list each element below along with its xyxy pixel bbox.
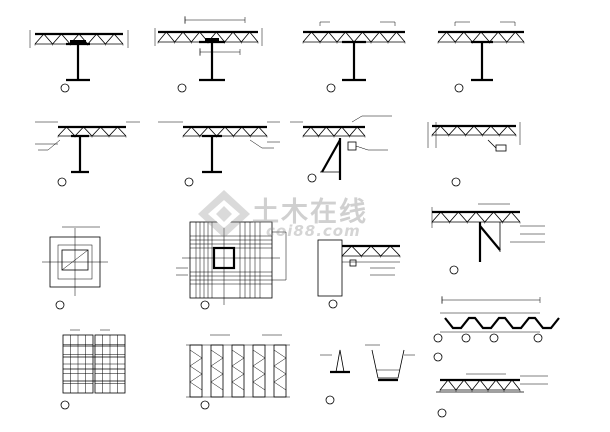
detail-7 [290,115,392,183]
detail-2 [154,16,263,93]
detail-1-marker [60,83,70,93]
detail-16a-marker-2 [461,333,471,343]
detail-13-marker [60,400,70,410]
detail-13 [60,329,126,410]
detail-4 [437,21,525,93]
detail-16a-marker-4 [533,333,543,343]
detail-9 [42,226,108,310]
detail-5 [35,121,140,187]
detail-8 [427,122,521,187]
detail-1 [29,30,129,93]
detail-7-marker [307,173,317,183]
detail-15-marker [325,395,335,405]
detail-15 [320,344,415,405]
detail-14-marker [200,400,210,410]
detail-6 [158,121,280,187]
detail-16a-marker-1 [433,333,443,343]
detail-9-marker [55,300,65,310]
detail-16a-marker [433,352,443,362]
detail-16b [436,373,548,418]
detail-3-marker [326,83,336,93]
detail-12 [431,203,545,275]
detail-11-marker [328,299,338,309]
detail-16a [433,296,560,362]
detail-16b-marker [437,408,447,418]
detail-8-marker [451,177,461,187]
detail-5-marker [57,177,67,187]
detail-11 [317,239,401,309]
detail-6-marker [184,177,194,187]
detail-14 [186,334,290,410]
detail-2-marker [177,83,187,93]
detail-3 [302,21,406,93]
detail-10 [176,215,287,310]
detail-10-marker [200,300,210,310]
detail-4-marker [454,83,464,93]
detail-16a-marker-3 [489,333,499,343]
detail-12-marker [449,265,459,275]
